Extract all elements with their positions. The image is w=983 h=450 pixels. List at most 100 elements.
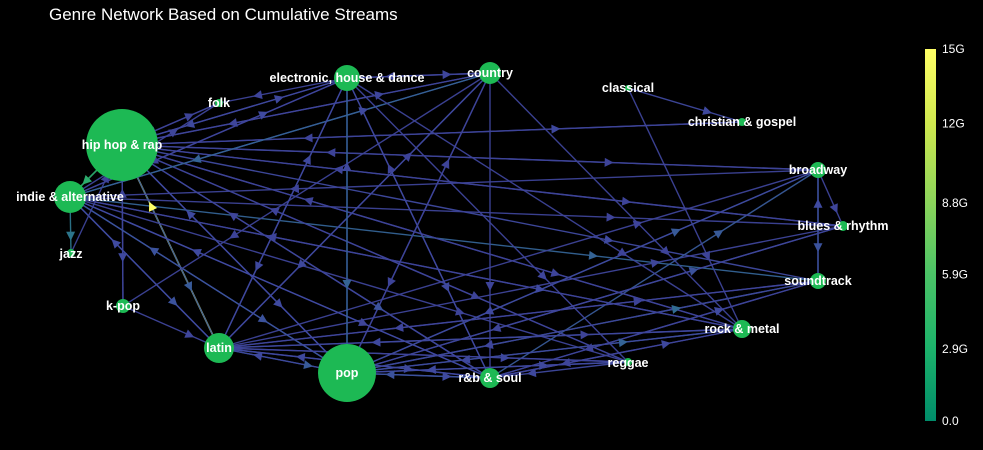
node-indie-and-alternative[interactable] xyxy=(54,181,86,213)
edge-arrowhead xyxy=(117,188,127,198)
colorbar-bar xyxy=(925,49,936,421)
edge-arrowhead xyxy=(714,307,724,316)
edge-arrowhead xyxy=(374,91,385,100)
edge-arrowhead xyxy=(701,250,710,261)
edge-electronic-house-and-dance-to-country xyxy=(346,72,491,79)
node-label-pop: pop xyxy=(336,366,359,380)
node-rock-and-metal[interactable] xyxy=(733,320,751,338)
edge-arrowhead xyxy=(373,301,384,311)
node-label-blues-and-rhythm: blues & rhythm xyxy=(798,219,889,233)
edge-blues-and-rhythm-to-hip-hop-and-rap xyxy=(121,144,844,227)
edge-arrowhead xyxy=(342,280,352,289)
edge-arrowhead xyxy=(702,106,713,115)
edge-arrowhead xyxy=(185,119,196,128)
colorbar-tick-label: 0.0 xyxy=(942,414,959,428)
node-blues-and-rhythm[interactable] xyxy=(838,221,848,231)
edge-electronic-house-and-dance-to-reggae xyxy=(346,77,629,363)
edge-arrowhead xyxy=(273,298,283,308)
edge-rock-and-metal-to-indie-and-alternative xyxy=(69,196,743,330)
edge-arrowhead xyxy=(470,290,481,300)
node-hip-hop-and-rap[interactable] xyxy=(86,109,158,181)
edge-arrowhead xyxy=(426,365,436,375)
edge-arrowhead xyxy=(455,306,465,316)
edge-arrowhead xyxy=(228,212,239,222)
edge-arrowhead xyxy=(385,370,395,380)
node-reggae[interactable] xyxy=(624,358,632,366)
edge-arrowhead xyxy=(111,239,122,249)
node-pop[interactable] xyxy=(318,344,376,402)
edge-country-to-indie-and-alternative xyxy=(69,72,491,198)
edge-rock-and-metal-to-randb-and-soul xyxy=(489,328,743,379)
edge-arrowhead xyxy=(387,277,396,288)
edge-hip-hop-and-rap-to-soundtrack xyxy=(121,144,819,282)
node-country[interactable] xyxy=(479,62,501,84)
edge-randb-and-soul-to-indie-and-alternative xyxy=(69,196,491,379)
edge-indie-and-alternative-to-reggae xyxy=(69,196,629,363)
edge-soundtrack-to-randb-and-soul xyxy=(489,280,819,379)
node-latin[interactable] xyxy=(204,333,234,363)
node-label-latin: latin xyxy=(206,341,232,355)
edge-classical-to-christian-and-gospel xyxy=(627,87,743,123)
node-electronic-house-and-dance[interactable] xyxy=(334,65,360,91)
edge-arrowhead xyxy=(295,353,306,362)
colorbar-tick-label: 15G xyxy=(942,42,965,56)
edge-indie-and-alternative-to-soundtrack xyxy=(69,196,819,282)
edge-electronic-house-and-dance-to-latin xyxy=(218,77,348,349)
edge-arrowhead xyxy=(183,281,193,292)
edge-arrowhead xyxy=(535,284,545,293)
colorbar-tick-label: 8.8G xyxy=(942,196,968,210)
arrows-layer xyxy=(66,70,838,381)
edge-arrowhead xyxy=(661,340,671,349)
edge-arrowhead xyxy=(617,247,628,257)
node-label-soundtrack: soundtrack xyxy=(784,274,851,288)
edge-arrowhead xyxy=(186,210,196,220)
node-classical[interactable] xyxy=(625,85,631,91)
edge-latin-to-indie-and-alternative xyxy=(69,196,220,349)
edge-arrowhead xyxy=(829,203,838,214)
edge-arrowhead xyxy=(485,282,495,291)
node-randb-and-soul[interactable] xyxy=(480,368,500,388)
edge-arrowhead xyxy=(671,305,682,314)
edge-reggae-to-randb-and-soul xyxy=(489,361,629,379)
edge-arrowhead xyxy=(483,340,494,349)
edge-arrowhead xyxy=(168,128,179,138)
edge-arrowhead xyxy=(526,368,537,378)
node-jazz[interactable] xyxy=(67,249,75,257)
edge-arrowhead xyxy=(184,329,195,338)
edge-arrowhead xyxy=(584,343,594,352)
edge-arrowhead xyxy=(255,261,264,272)
edge-broadway-to-blues-and-rhythm xyxy=(817,169,844,227)
node-folk[interactable] xyxy=(215,99,223,107)
node-christian-and-gospel[interactable] xyxy=(738,118,746,126)
edge-arrowhead xyxy=(342,162,352,171)
node-soundtrack[interactable] xyxy=(810,273,826,289)
edge-arrowhead xyxy=(484,306,495,315)
edge-arrowhead xyxy=(500,353,510,363)
edge-arrowhead xyxy=(167,296,178,306)
edge-arrowhead xyxy=(394,322,404,332)
edge-arrowhead xyxy=(551,124,561,134)
edge-arrowhead xyxy=(650,259,661,268)
node-broadway[interactable] xyxy=(810,162,826,178)
edge-arrowhead xyxy=(118,253,128,263)
edge-arrowhead xyxy=(550,268,561,277)
edge-rock-and-metal-to-hip-hop-and-rap xyxy=(121,144,743,330)
edge-arrowhead xyxy=(252,351,263,361)
colorbar-tick-label: 5.9G xyxy=(942,268,968,282)
edge-arrowhead xyxy=(252,90,263,100)
edge-arrowhead xyxy=(442,371,452,381)
node-k-pop[interactable] xyxy=(116,299,130,313)
edge-arrowhead xyxy=(82,175,92,185)
edge-arrowhead xyxy=(633,297,643,307)
edge-rock-and-metal-to-pop xyxy=(346,328,743,374)
node-label-rock-and-metal: rock & metal xyxy=(704,322,779,336)
edge-country-to-latin xyxy=(218,72,491,349)
node-label-folk: folk xyxy=(208,96,230,110)
edge-arrowhead xyxy=(229,229,240,239)
edge-arrowhead xyxy=(257,313,268,323)
edge-electronic-house-and-dance-to-folk xyxy=(218,77,348,104)
edge-latin-to-broadway xyxy=(218,169,819,349)
edge-arrowhead xyxy=(813,243,823,253)
node-label-randb-and-soul: r&b & soul xyxy=(458,371,521,385)
edge-arrowhead xyxy=(371,337,381,347)
